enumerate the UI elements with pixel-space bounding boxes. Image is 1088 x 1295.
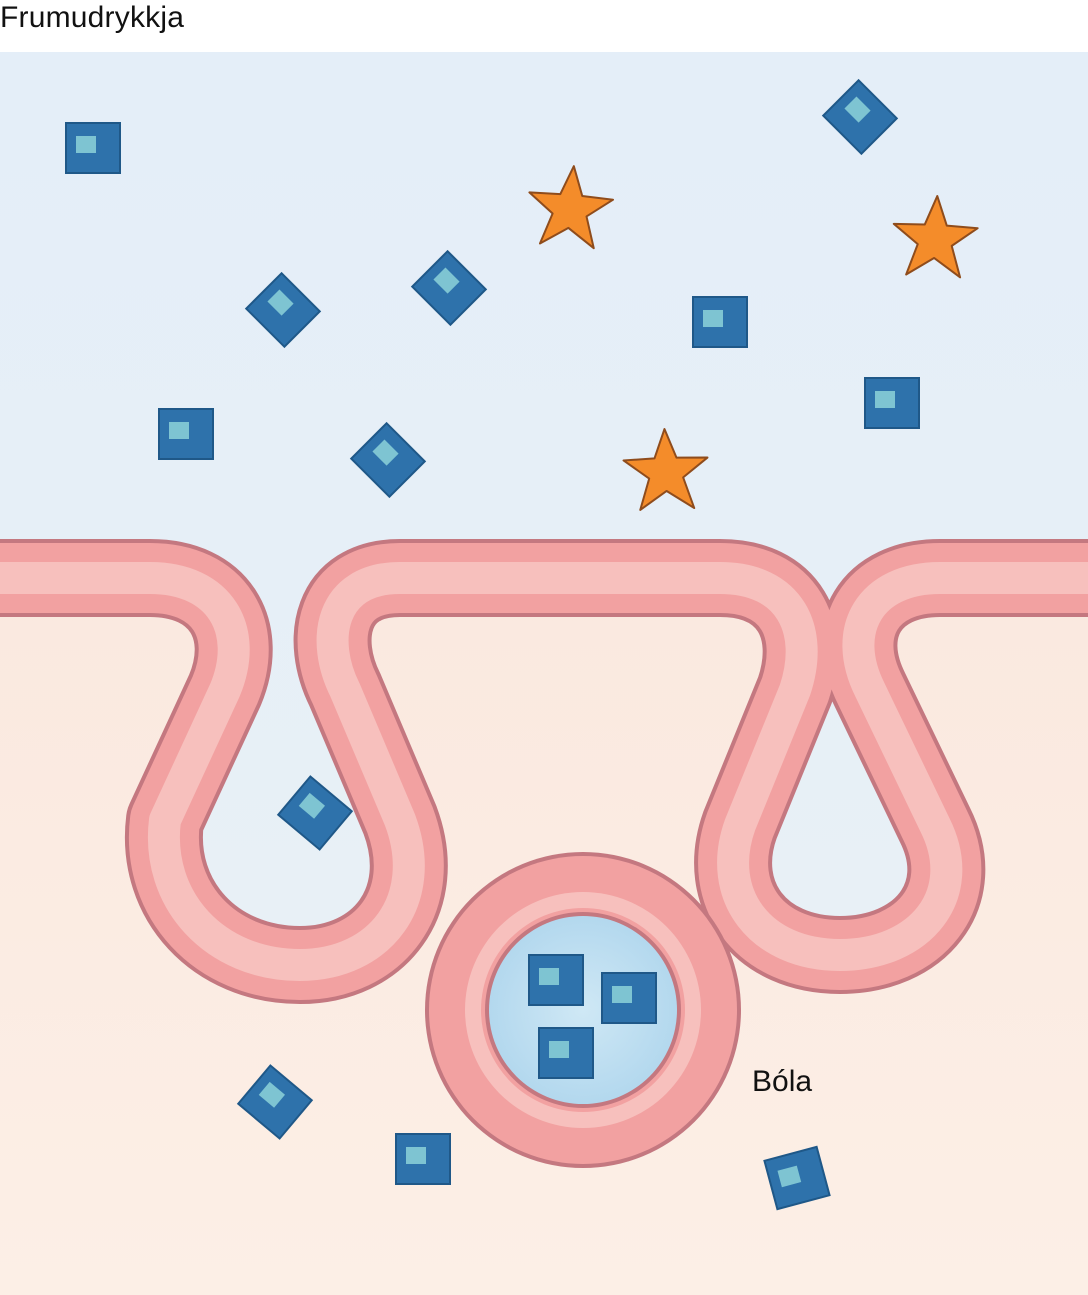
particle-square [395,1133,451,1185]
particle-square [65,122,121,174]
diagram-title: Frumudrykkja [0,1,185,34]
particle-square [692,296,748,348]
vesicle [425,852,741,1168]
particle-in-vesicle [528,954,584,1006]
membrane-inner-layer [0,562,1088,981]
particle-square [864,377,920,429]
vesicle-label: Bóla [752,1065,812,1098]
particle-square [158,408,214,460]
particle-in-vesicle [601,972,657,1024]
particle-in-vesicle [538,1027,594,1079]
